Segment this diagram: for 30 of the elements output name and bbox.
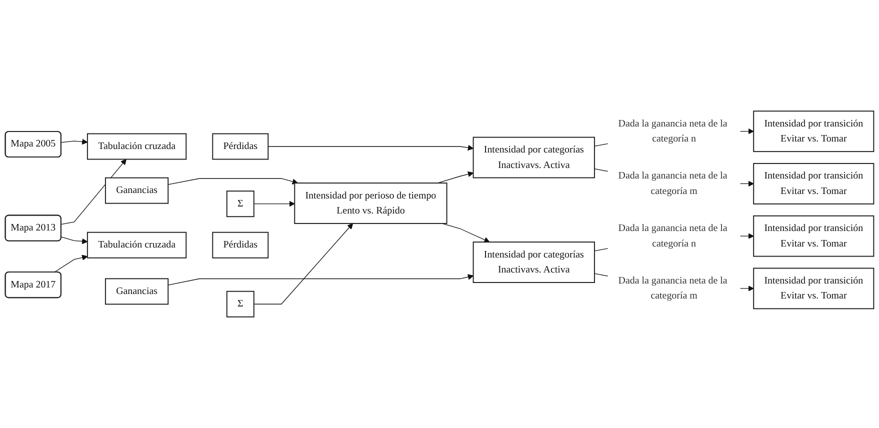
- arrow: [168, 178, 298, 185]
- node-box: [212, 133, 269, 160]
- node-box: [226, 290, 254, 318]
- node-box: [294, 182, 448, 224]
- edge-label: Dada la ganancia neta de la categoría m: [618, 170, 728, 196]
- node-box: [753, 162, 874, 204]
- node-box: [472, 242, 595, 283]
- edge-label: Dada la ganancia neta de la categoría n: [618, 223, 728, 249]
- arrow: [168, 274, 474, 286]
- node-box: [753, 268, 874, 310]
- arrow: [437, 171, 474, 184]
- node-box: [226, 190, 254, 218]
- arrow: [60, 138, 88, 145]
- arrow: [54, 254, 88, 273]
- arrow: [60, 236, 88, 244]
- arrow: [254, 223, 354, 304]
- arrow: [442, 223, 490, 243]
- node-box: [86, 133, 187, 160]
- node-box: [753, 110, 874, 152]
- edge-label: Dada la ganancia neta de la categoría n: [618, 118, 728, 144]
- arrow: [254, 200, 295, 207]
- node-box: [753, 215, 874, 257]
- arrow: [268, 144, 474, 151]
- node-box: [104, 278, 169, 305]
- node-box: [104, 177, 169, 204]
- edge-label: Dada la ganancia neta de la categoría m: [618, 276, 728, 302]
- node-box: [86, 232, 187, 258]
- node-box: [212, 232, 269, 258]
- arrow: [60, 159, 126, 225]
- node-box: [472, 136, 595, 178]
